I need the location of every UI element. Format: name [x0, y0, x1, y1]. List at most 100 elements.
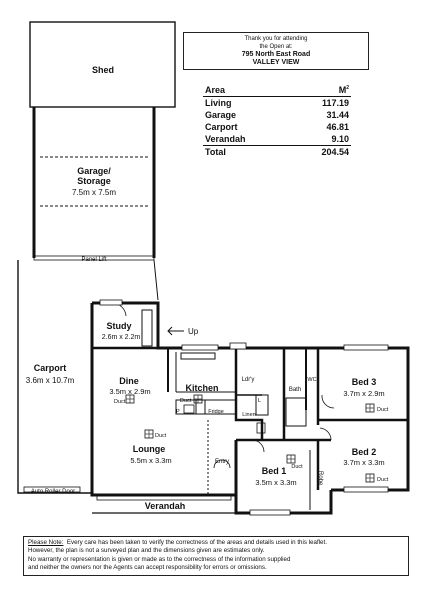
area-row-label: Garage: [205, 110, 237, 120]
pantry-label: P: [176, 409, 180, 415]
robe-label: Robe: [317, 471, 323, 486]
area-table: Area M2 Living 117.19 Garage 31.44 Carpo…: [203, 84, 351, 158]
area-header-label: Area: [203, 84, 290, 97]
wc-label: WC: [307, 377, 316, 383]
disclaimer-text-1: Every care has been taken to verify the …: [66, 539, 327, 546]
carport-edge: [153, 259, 159, 301]
bed3-size: 3.7m x 2.9m: [343, 389, 384, 398]
area-row-value: 31.44: [326, 110, 349, 120]
note-line-1: Thank you for attending: [244, 36, 308, 42]
study-size: 2.6m x 2.2m: [102, 334, 141, 341]
duct-icon-bed3: [365, 403, 375, 413]
bed1-window: [249, 509, 291, 516]
area-row-value: 117.19: [321, 98, 349, 108]
area-row-label: Carport: [205, 122, 238, 132]
bed3-door-swing: [321, 394, 335, 409]
bed1-door-swing: [251, 439, 265, 453]
carport-label: Carport: [34, 363, 67, 373]
bed2-label: Bed 2: [352, 447, 377, 457]
area-row: Carport 46.81: [203, 121, 351, 133]
stove-icon: [183, 404, 195, 414]
garage-label-2: Storage: [77, 176, 111, 186]
disclaimer-box: Please Note: Every care has been taken t…: [23, 536, 409, 576]
garage-size: 7.5m x 7.5m: [72, 188, 116, 197]
dine-duct: Duct: [114, 399, 126, 405]
kitchen-label: Kitchen: [185, 383, 218, 393]
area-total-label: Total: [203, 145, 290, 158]
l-label: L: [258, 398, 261, 404]
kitchen-window: [181, 344, 219, 351]
bed2-door-swing: [319, 427, 332, 441]
bed1-size: 3.5m x 3.3m: [255, 478, 296, 487]
up-arrow-head: [167, 326, 173, 336]
linen-label: Linen: [242, 412, 255, 418]
area-row: Living 117.19: [203, 97, 351, 110]
kitchen-sink: [180, 352, 216, 360]
disclaimer-line-1: Please Note: Every care has been taken t…: [28, 539, 404, 547]
fridge-label: Fridge: [208, 409, 224, 415]
entry-door-swing: [213, 459, 231, 469]
bed1-duct: Duct: [291, 464, 303, 470]
area-row-label: Living: [205, 98, 232, 108]
laundry-tub: [255, 394, 269, 416]
area-total-row: Total 204.54: [203, 145, 351, 158]
lounge-size: 5.5m x 3.3m: [130, 456, 171, 465]
area-row-value: 46.81: [326, 122, 349, 132]
area-total-value: 204.54: [289, 145, 351, 158]
auto-roller-label: Auto Roller Door: [31, 489, 75, 495]
lounge-duct: Duct: [155, 433, 167, 439]
disclaimer-heading: Please Note:: [28, 539, 64, 546]
area-table-header: Area M2: [203, 84, 351, 97]
duct-icon-lounge: [144, 429, 154, 439]
up-label: Up: [188, 327, 199, 336]
dine-label: Dine: [119, 376, 139, 386]
verandah-label: Verandah: [145, 501, 186, 511]
area-row-value: 9.10: [331, 134, 349, 144]
carport-outline: [17, 260, 92, 494]
bed1-label: Bed 1: [262, 466, 287, 476]
dine-size: 3.5m x 2.9m: [109, 387, 150, 396]
shed-label: Shed: [92, 65, 114, 75]
panel-lift-door: [33, 255, 155, 261]
bed3-label: Bed 3: [352, 377, 377, 387]
note-address: 795 North East Road: [241, 51, 311, 58]
duct-icon-bed2: [365, 473, 375, 483]
note-suburb: VALLEY VIEW: [252, 59, 300, 66]
bed2-size: 3.7m x 3.3m: [343, 458, 384, 467]
duct-icon-bed1: [286, 454, 296, 464]
stairs: [141, 309, 153, 347]
laundry-label: Ldr'y: [242, 377, 255, 383]
study-window: [99, 299, 123, 306]
laundry-window: [229, 342, 247, 350]
bath-label: Bath: [289, 387, 301, 393]
panel-lift-label: Panel Lift: [81, 257, 106, 263]
bed2-duct: Duct: [377, 477, 389, 483]
auto-roller-door: [23, 486, 81, 493]
entry-label: Entry: [215, 459, 229, 465]
laundry-cupboard: [256, 422, 266, 434]
garage-label-1: Garage/: [77, 166, 111, 176]
area-header-unit: M2: [289, 84, 351, 97]
study-label: Study: [106, 321, 131, 331]
bed2-window: [343, 486, 389, 493]
shed-outline: [29, 21, 176, 108]
bathtub: [285, 397, 307, 427]
bed3-window: [343, 344, 389, 351]
area-row: Garage 31.44: [203, 109, 351, 121]
laundry-wall: [234, 348, 264, 440]
area-row: Verandah 9.10: [203, 133, 351, 146]
verandah-edge: [96, 494, 232, 501]
disclaimer-line-2: However, the plan is not a surveyed plan…: [28, 547, 265, 555]
duct-icon-dine: [125, 394, 135, 404]
duct-icon-kitchen: [193, 394, 203, 404]
note-line-2: the Open at:: [259, 44, 293, 50]
disclaimer-line-3: No warranty or representation is given o…: [28, 555, 291, 563]
bed3-duct: Duct: [377, 407, 389, 413]
area-row-label: Verandah: [205, 134, 246, 144]
open-inspection-note: Thank you for attending the Open at: 795…: [183, 32, 369, 70]
kitchen-duct: Duct: [180, 398, 192, 404]
disclaimer-line-4: and neither the owners nor the Agents ca…: [28, 564, 267, 572]
lounge-label: Lounge: [133, 444, 166, 454]
carport-size: 3.6m x 10.7m: [26, 376, 75, 385]
